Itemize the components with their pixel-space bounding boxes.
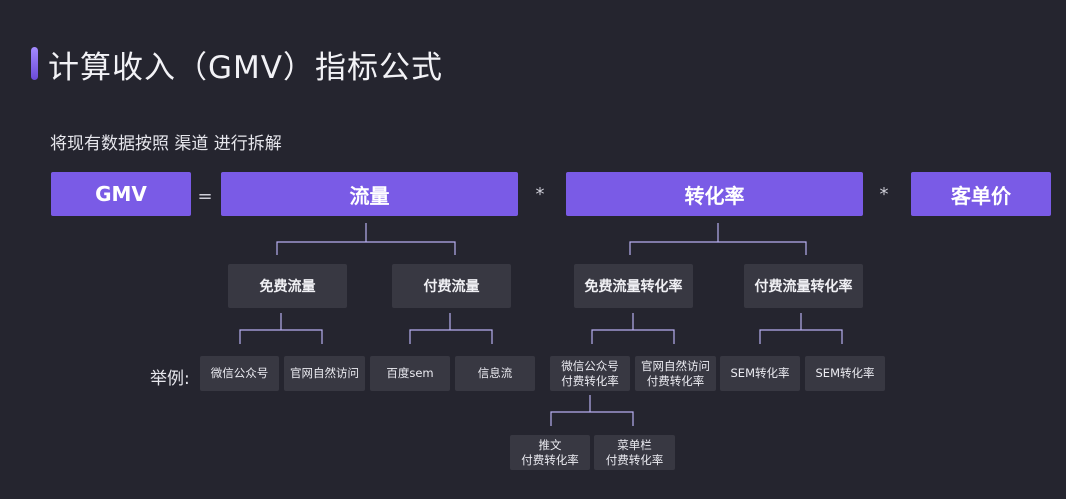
example-site-conversion-line2: 付费转化率 <box>646 373 705 388</box>
multiply-sign-2: * <box>879 183 889 205</box>
post-conversion-line1: 推文 <box>538 437 562 452</box>
example-label: 举例: <box>150 369 190 389</box>
menu-conversion-line2: 付费转化率 <box>605 452 664 467</box>
post-conversion-line2: 付费转化率 <box>521 452 579 467</box>
free-traffic-box: 免费流量 <box>228 264 347 308</box>
traffic-box: 流量 <box>221 172 518 216</box>
paid-conversion-box: 付费流量转化率 <box>744 264 863 308</box>
example-wechat-conversion-line1: 微信公众号 <box>561 358 619 373</box>
multiply-sign-1: * <box>535 183 545 205</box>
title-accent-bar <box>31 47 38 80</box>
equals-sign: = <box>197 185 213 207</box>
example-baidu-sem-text: 百度sem <box>386 366 434 380</box>
example-sem-conversion-2-text: SEM转化率 <box>815 366 875 380</box>
example-wechat-conversion-line2: 付费转化率 <box>561 373 619 388</box>
example-wechat-conversion: 微信公众号 付费转化率 <box>550 356 630 391</box>
free-conversion-box: 免费流量转化率 <box>574 264 693 308</box>
post-conversion-box: 推文 付费转化率 <box>510 435 590 470</box>
page-subtitle: 将现有数据按照 渠道 进行拆解 <box>50 134 282 154</box>
example-wechat: 微信公众号 <box>200 356 279 391</box>
example-baidu-sem: 百度sem <box>370 356 450 391</box>
example-official-site-text: 官网自然访问 <box>290 366 359 380</box>
example-feed: 信息流 <box>455 356 535 391</box>
menu-conversion-box: 菜单栏 付费转化率 <box>594 435 675 470</box>
example-sem-conversion-2: SEM转化率 <box>805 356 885 391</box>
page-title: 计算收入（GMV）指标公式 <box>48 50 443 86</box>
example-sem-conversion-1: SEM转化率 <box>720 356 800 391</box>
example-official-site: 官网自然访问 <box>284 356 365 391</box>
example-wechat-text: 微信公众号 <box>210 366 269 380</box>
example-site-conversion-line1: 官网自然访问 <box>641 358 710 373</box>
gmv-box: GMV <box>51 172 191 216</box>
menu-conversion-line1: 菜单栏 <box>617 437 652 452</box>
paid-traffic-box: 付费流量 <box>392 264 511 308</box>
example-sem-conversion-1-text: SEM转化率 <box>730 366 790 380</box>
example-feed-text: 信息流 <box>477 366 513 380</box>
unit-price-box: 客单价 <box>911 172 1051 216</box>
conversion-box: 转化率 <box>566 172 863 216</box>
example-site-conversion: 官网自然访问 付费转化率 <box>635 356 716 391</box>
